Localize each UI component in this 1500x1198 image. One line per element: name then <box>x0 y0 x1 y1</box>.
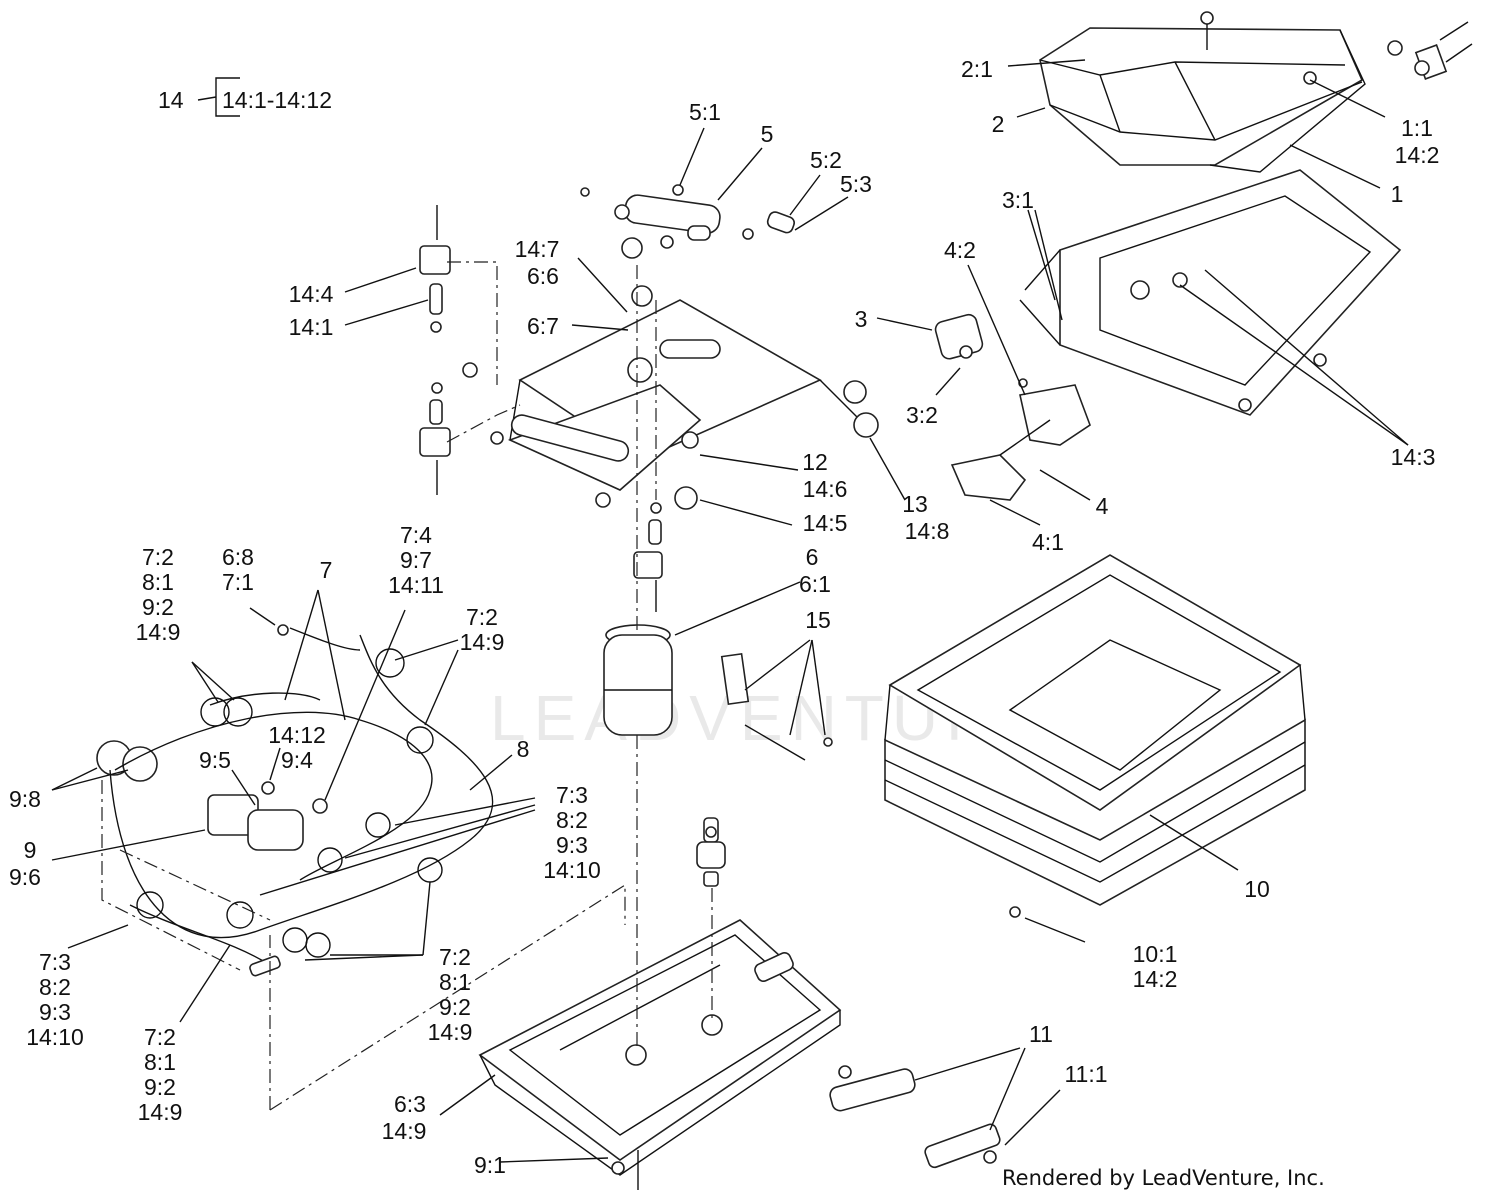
callout-1: 1 <box>1391 181 1404 207</box>
part-3-switch <box>934 313 984 360</box>
part-10-1-screw <box>1009 906 1021 918</box>
bump-stop-stack-lower <box>419 382 451 495</box>
part-8-harness <box>109 627 494 939</box>
callout-10: 10 <box>1244 876 1270 902</box>
callout-15: 15 <box>805 607 831 633</box>
part-7-hose <box>129 624 321 977</box>
callout-8: 8 <box>517 736 530 762</box>
callout-14-4: 14:4 <box>289 281 334 307</box>
callout-7: 7 <box>320 557 333 583</box>
callout-11: 11 <box>1029 1021 1053 1047</box>
kit-number-label: 14 <box>158 87 184 113</box>
seat-slide-frame <box>1019 169 1402 416</box>
assembly-center-lines <box>101 261 713 1111</box>
callout-3-2: 3:2 <box>906 402 938 428</box>
callout-3: 3 <box>855 306 868 332</box>
callout-2: 2 <box>992 111 1005 137</box>
part-9-compressor <box>207 781 328 851</box>
render-credit: Rendered by LeadVenture, Inc. <box>1002 1166 1325 1190</box>
callout-9-5: 9:5 <box>199 747 231 773</box>
bolt-group-top-right <box>1200 11 1473 85</box>
part-6-air-spring <box>603 624 673 736</box>
part-10-bellows-cover <box>884 554 1306 906</box>
callout-2-1: 2:1 <box>961 56 993 82</box>
part-1-seat-pan <box>1209 29 1366 173</box>
part-4-handle <box>950 378 1091 501</box>
callout-6-7: 6:7 <box>527 313 559 339</box>
part-15-bracket <box>720 652 833 761</box>
callout-5-1: 5:1 <box>689 99 721 125</box>
callout-3-1: 3:1 <box>1002 187 1034 213</box>
callout-4-1: 4:1 <box>1032 529 1064 555</box>
callout-5-2: 5:2 <box>810 147 842 173</box>
callout-5-3: 5:3 <box>840 171 872 197</box>
callout-4: 4 <box>1096 493 1109 519</box>
part-9-1-nut <box>611 1161 625 1175</box>
bump-stop-stack-center <box>633 502 663 612</box>
hose-clips <box>136 648 443 958</box>
bump-stop-stack-upper <box>419 205 451 333</box>
part-2-seat-cushion <box>1039 27 1364 166</box>
base-plate <box>478 919 842 1176</box>
callout-11-1: 11:1 <box>1064 1061 1107 1087</box>
part-11-handle <box>829 1065 1001 1169</box>
callout-14-1: 14:1 <box>289 314 334 340</box>
part-5-damper <box>580 184 796 249</box>
callout-4-2: 4:2 <box>944 237 976 263</box>
base-mount-stack <box>696 817 726 887</box>
callout-9-1: 9:1 <box>474 1152 506 1178</box>
leader-lines <box>51 59 1409 1163</box>
kit-range-label: 14:1-14:12 <box>222 87 332 113</box>
callout-9-8: 9:8 <box>9 786 41 812</box>
callout-14-3: 14:3 <box>1391 444 1436 470</box>
callout-5: 5 <box>761 121 774 147</box>
part-9-8-caps <box>96 740 158 782</box>
callout-14-5: 14:5 <box>803 510 848 536</box>
